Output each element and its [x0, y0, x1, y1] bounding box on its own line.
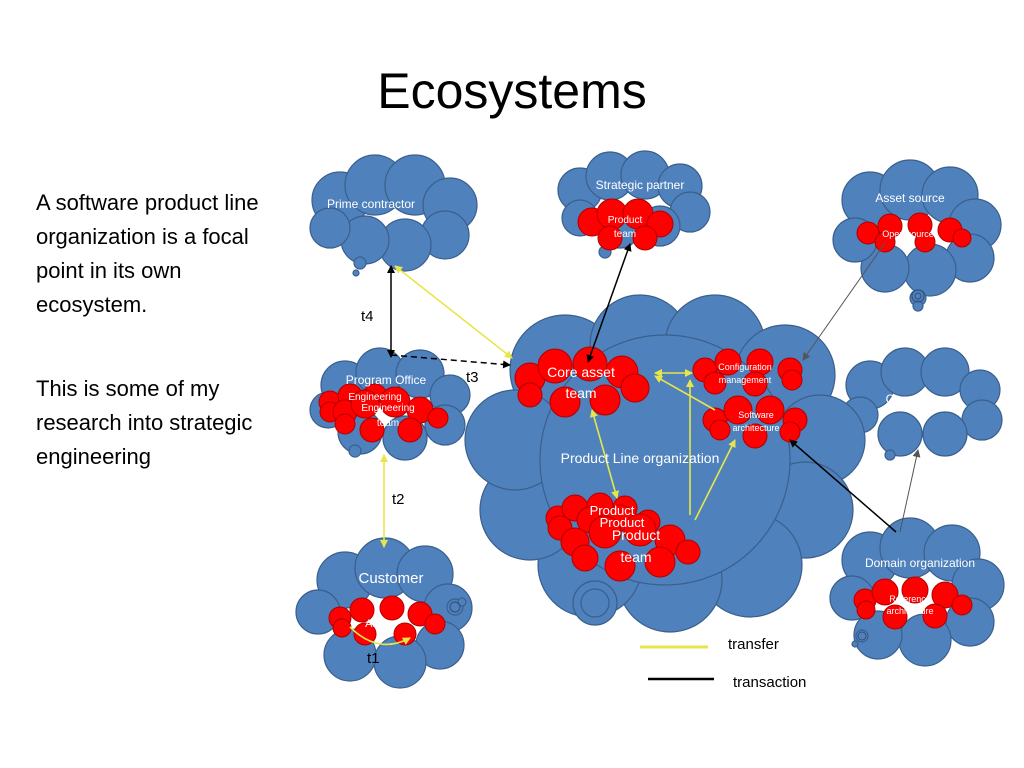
software-architecture-line1: Software [738, 410, 774, 420]
body-paragraph-1: A software product line organization is … [36, 190, 259, 317]
product-back-label-2: Product [600, 515, 645, 530]
link-asset-source-config [802, 242, 886, 361]
legend-transfer-label: transfer [728, 636, 779, 653]
core-asset-team-line1: Core asset [547, 364, 615, 380]
strategic-partner-label: Strategic partner [596, 178, 685, 192]
army-team-cloud [328, 595, 446, 646]
software-architecture-line2: architecture [732, 423, 779, 433]
transfer-core-to-product [590, 409, 619, 499]
link-label-t1: t1 [367, 650, 380, 667]
open-source-team-cloud [856, 212, 972, 253]
core-asset-team-cloud [514, 346, 650, 418]
link-label-t3: t3 [466, 369, 479, 386]
product-back-label-1: Product [590, 503, 635, 518]
asset-source-cloud [832, 159, 1002, 312]
engineering-team-line2: team [377, 418, 399, 429]
reference-architecture-cloud [853, 576, 973, 630]
transaction-links [387, 243, 897, 533]
program-office-label: Program Office [346, 373, 427, 387]
competitor-label: Competitor [886, 392, 945, 406]
competitor-cloud [841, 347, 1003, 461]
strategic-product-team-line1: Product [608, 215, 643, 226]
diagram-labels: Prime contractor Strategic partner Asset… [327, 178, 975, 667]
engineering-team-line1: Engineering [361, 403, 414, 414]
prime-contractor-cloud [309, 154, 478, 277]
transfer-prime-to-core [394, 265, 513, 359]
transfer-army-t1 [349, 626, 411, 646]
asset-source-label: Asset source [875, 191, 945, 205]
product-team-line2: team [620, 549, 651, 565]
cloud-ring-decorations [449, 289, 925, 641]
product-team-line1: Product [612, 527, 660, 543]
domain-organization-label: Domain organization [865, 556, 975, 570]
open-source-label: Open source [882, 229, 934, 239]
transfer-core-to-arch [654, 375, 716, 411]
customer-label: Customer [358, 570, 423, 587]
transfer-product-to-arch [694, 439, 736, 521]
engineering-back-label: Engineering [348, 392, 401, 403]
engineering-team-cloud [318, 383, 449, 443]
configuration-management-cloud [692, 348, 803, 397]
reference-architecture-line2: architecture [886, 606, 933, 616]
transaction-domain-arch [789, 439, 897, 533]
product-line-organization-label: Product Line organization [561, 450, 720, 466]
product-team-cloud [545, 492, 701, 582]
software-architecture-cloud [702, 395, 808, 449]
configuration-management-line2: management [719, 375, 772, 385]
configuration-management-line1: Configuration [718, 362, 772, 372]
legend: transfer transaction [640, 636, 806, 691]
body-paragraph-2: This is some of my research into strateg… [36, 376, 253, 469]
core-asset-team-line2: team [565, 385, 596, 401]
prime-contractor-label: Prime contractor [327, 197, 415, 211]
slide-title: Ecosystems [377, 63, 647, 119]
reference-architecture-line1: Reference [889, 594, 931, 604]
link-label-t2: t2 [392, 491, 405, 508]
other-links [802, 242, 921, 533]
strategic-product-team-line2: team [614, 229, 636, 240]
link-label-t4: t4 [361, 308, 374, 325]
transfer-links [349, 265, 736, 646]
legend-transaction-label: transaction [733, 674, 806, 691]
army-label: Army [365, 618, 391, 630]
link-domain-competitor [899, 449, 921, 533]
customer-cloud [295, 537, 473, 689]
transaction-partner-core [586, 243, 632, 363]
